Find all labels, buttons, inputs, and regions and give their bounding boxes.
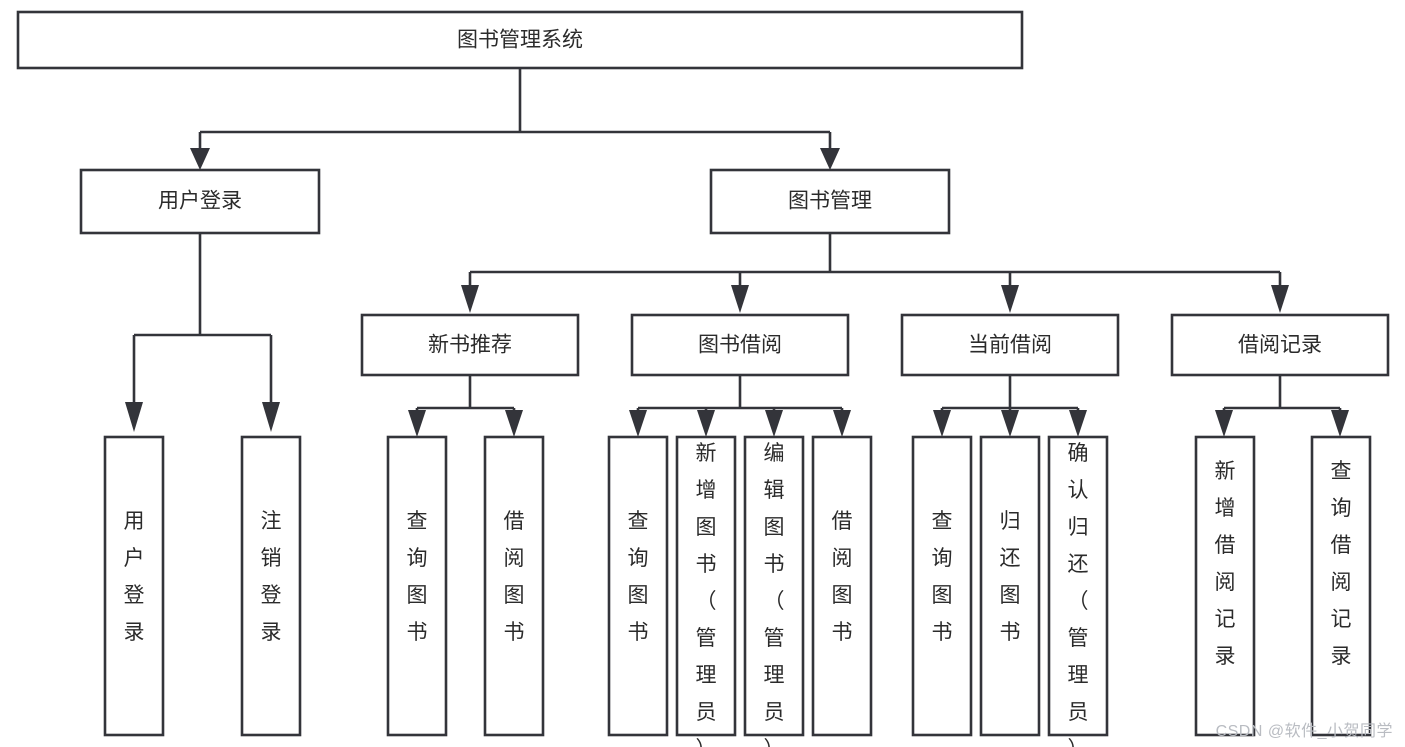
- leaf-newbook-borrow-book[interactable]: 借阅图书: [483, 435, 545, 737]
- arrowhead-borrowrecord-leaf-2: [1331, 410, 1349, 437]
- leaf-newbook-borrow-book-label: 借阅图书: [504, 510, 525, 644]
- node-book-borrow[interactable]: 图书借阅: [630, 313, 850, 377]
- leaf-currentborrow-query-book-box[interactable]: [911, 435, 973, 737]
- node-user-login-box[interactable]: [79, 168, 321, 235]
- node-root[interactable]: 图书管理系统: [16, 10, 1024, 70]
- leaf-borrowrecord-add-record[interactable]: 新增借阅记录: [1194, 435, 1256, 737]
- leaf-logout[interactable]: 注销登录: [240, 435, 302, 737]
- leaf-borrowrecord-query-record-label: 查询借阅记录: [1331, 460, 1352, 668]
- arrowhead-bookborrow-leaf-1: [629, 410, 647, 437]
- leaf-user-login-label: 用户登录: [124, 510, 145, 644]
- node-borrow-record-label: 借阅记录: [1238, 334, 1322, 357]
- leaf-newbook-query-book-label: 查询图书: [407, 510, 428, 644]
- node-root-box[interactable]: [16, 10, 1024, 70]
- leaf-user-login-box[interactable]: [103, 435, 165, 737]
- leaf-currentborrow-confirm-return-label: 确认归还（管理员）: [1068, 442, 1089, 747]
- arrowhead-borrowrecord-leaf-1: [1215, 410, 1233, 437]
- arrowhead-borrow-record: [1271, 285, 1289, 313]
- arrowhead-current-borrow: [1001, 285, 1019, 313]
- arrowhead-new-book: [461, 285, 479, 313]
- leaf-bookborrow-add-book-box[interactable]: [675, 435, 737, 737]
- node-new-book-recommend-box[interactable]: [360, 313, 580, 377]
- leaf-bookborrow-edit-book-box[interactable]: [743, 435, 805, 737]
- leaf-bookborrow-edit-book-label: 编辑图书（管理员）: [764, 442, 785, 747]
- node-book-management[interactable]: 图书管理: [709, 168, 951, 235]
- leaf-bookborrow-borrow-book-label: 借阅图书: [832, 510, 853, 644]
- arrowhead-leaf-logout: [262, 402, 280, 432]
- node-book-borrow-box[interactable]: [630, 313, 850, 377]
- node-book-management-box[interactable]: [709, 168, 951, 235]
- leaf-newbook-borrow-book-box[interactable]: [483, 435, 545, 737]
- arrowhead-newbook-leaf-2: [505, 410, 523, 437]
- node-user-login-label: 用户登录: [158, 190, 242, 213]
- leaf-bookborrow-borrow-book[interactable]: 借阅图书: [811, 435, 873, 737]
- arrowhead-leaf-user-login: [125, 402, 143, 432]
- leaf-currentborrow-return-book-label: 归还图书: [1000, 510, 1021, 644]
- leaf-logout-label: 注销登录: [261, 510, 282, 644]
- leaf-bookborrow-add-book-label: 新增图书（管理员）: [696, 442, 717, 747]
- leaf-currentborrow-confirm-return-box[interactable]: [1047, 435, 1109, 737]
- arrowhead-newbook-leaf-1: [408, 410, 426, 437]
- node-book-management-label: 图书管理: [788, 190, 872, 213]
- leaf-currentborrow-return-book[interactable]: 归还图书: [979, 435, 1041, 737]
- leaf-bookborrow-borrow-book-box[interactable]: [811, 435, 873, 737]
- arrowhead-book-mgmt: [820, 148, 840, 170]
- arrowhead-bookborrow-leaf-3: [765, 410, 783, 437]
- node-root-label: 图书管理系统: [457, 29, 583, 52]
- node-user-login[interactable]: 用户登录: [79, 168, 321, 235]
- arrowhead-user-login: [190, 148, 210, 170]
- node-borrow-record-box[interactable]: [1170, 313, 1390, 377]
- connector-layer: [125, 68, 1349, 437]
- leaf-bookborrow-query-book-box[interactable]: [607, 435, 669, 737]
- arrowhead-bookborrow-leaf-2: [697, 410, 715, 437]
- leaf-borrowrecord-query-record-box[interactable]: [1310, 435, 1372, 737]
- node-book-borrow-label: 图书借阅: [698, 334, 782, 357]
- leaf-newbook-query-book[interactable]: 查询图书: [386, 435, 448, 737]
- leaf-currentborrow-return-book-box[interactable]: [979, 435, 1041, 737]
- node-current-borrow[interactable]: 当前借阅: [900, 313, 1120, 377]
- leaf-bookborrow-edit-book[interactable]: 编辑图书（管理员）: [743, 435, 805, 747]
- node-current-borrow-box[interactable]: [900, 313, 1120, 377]
- arrowhead-bookborrow-leaf-4: [833, 410, 851, 437]
- arrowhead-currentborrow-leaf-1: [933, 410, 951, 437]
- leaf-bookborrow-query-book[interactable]: 查询图书: [607, 435, 669, 737]
- leaf-user-login[interactable]: 用户登录: [103, 435, 165, 737]
- node-current-borrow-label: 当前借阅: [968, 334, 1052, 357]
- leaf-newbook-query-book-box[interactable]: [386, 435, 448, 737]
- arrowhead-currentborrow-leaf-3: [1069, 410, 1087, 437]
- csdn-watermark: CSDN @软件_小贺同学: [1215, 723, 1393, 740]
- arrowhead-currentborrow-leaf-2: [1001, 410, 1019, 437]
- leaf-bookborrow-query-book-label: 查询图书: [628, 510, 649, 644]
- node-new-book-recommend-label: 新书推荐: [428, 334, 512, 357]
- leaf-currentborrow-query-book[interactable]: 查询图书: [911, 435, 973, 737]
- leaf-currentborrow-query-book-label: 查询图书: [932, 510, 953, 644]
- leaf-borrowrecord-add-record-label: 新增借阅记录: [1215, 460, 1236, 668]
- arrowhead-book-borrow: [731, 285, 749, 313]
- leaf-logout-box[interactable]: [240, 435, 302, 737]
- leaf-borrowrecord-add-record-box[interactable]: [1194, 435, 1256, 737]
- leaf-bookborrow-add-book[interactable]: 新增图书（管理员）: [675, 435, 737, 747]
- node-new-book-recommend[interactable]: 新书推荐: [360, 313, 580, 377]
- leaf-borrowrecord-query-record[interactable]: 查询借阅记录: [1310, 435, 1372, 737]
- node-borrow-record[interactable]: 借阅记录: [1170, 313, 1390, 377]
- leaf-currentborrow-confirm-return[interactable]: 确认归还（管理员）: [1047, 435, 1109, 747]
